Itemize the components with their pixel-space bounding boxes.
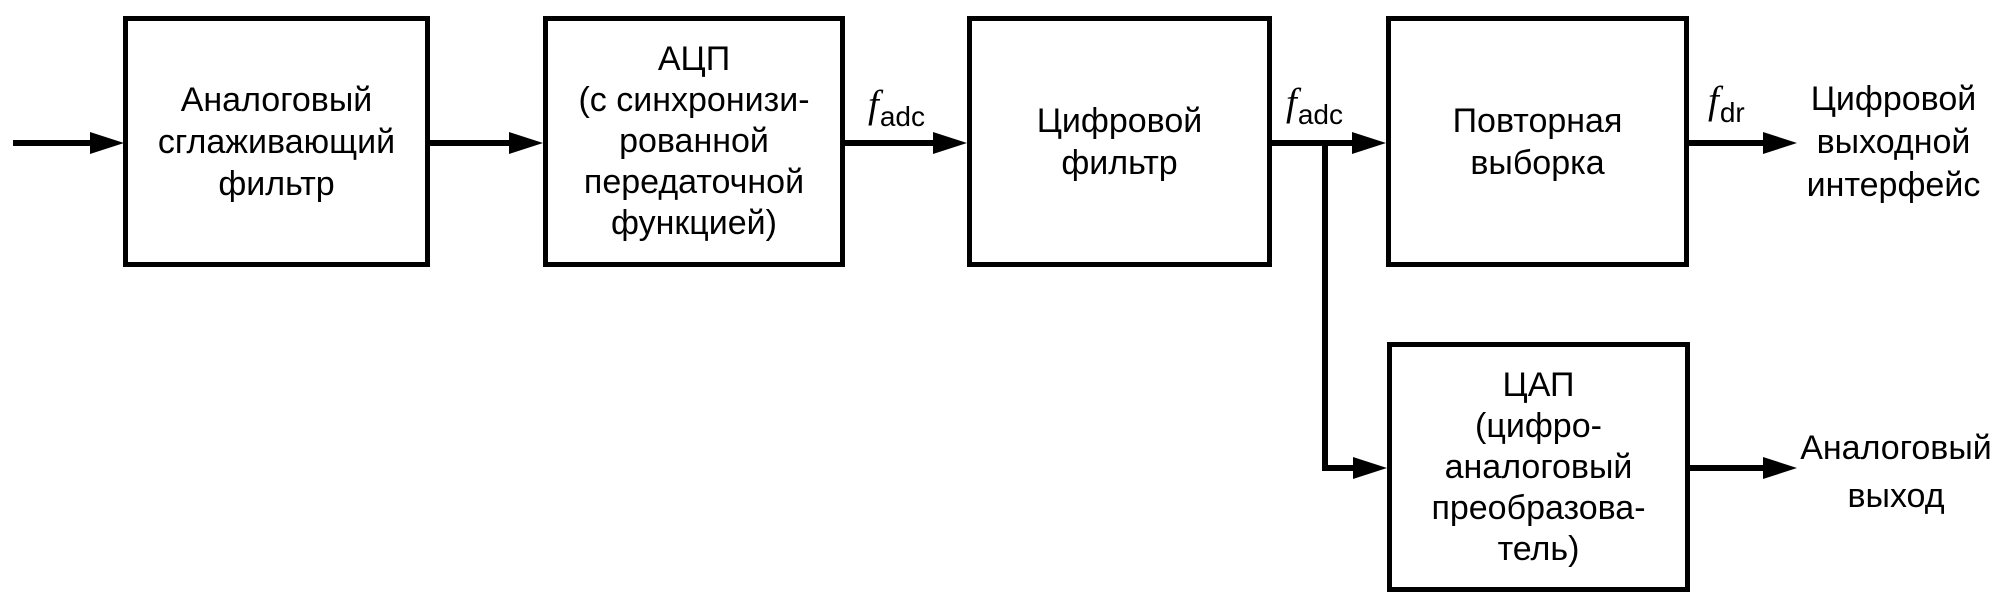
- signal-label-f-adc-1-sub: adc: [879, 101, 925, 132]
- arrow-line-dac-to-output: [1690, 465, 1763, 471]
- arrow-head-dac-to-output-icon: [1763, 457, 1797, 479]
- block-adc-line: передаточной: [583, 163, 805, 201]
- block-dac-line: (цифро-: [1475, 406, 1602, 445]
- branch-line-horizontal: [1322, 465, 1353, 471]
- arrow-line-adc-to-dfilter: [845, 140, 933, 146]
- signal-label-f-dr-sub: dr: [1719, 97, 1745, 128]
- block-dac: ЦАП (цифро- аналоговый преобразова- тель…: [1387, 342, 1690, 592]
- branch-arrow-head-icon: [1353, 457, 1387, 479]
- arrow-line-filter-to-adc: [429, 140, 509, 146]
- label-analog-output-line: Аналоговый: [1800, 429, 1992, 467]
- arrow-line-resampling-to-output: [1689, 140, 1763, 146]
- signal-label-f-dr: fdr: [1708, 78, 1745, 128]
- block-dac-line: преобразова-: [1431, 488, 1646, 527]
- block-digital-filter-line: Цифровой: [1036, 101, 1203, 140]
- signal-label-f-adc-2-base: f: [1286, 81, 1297, 124]
- block-dac-line: тель): [1497, 529, 1580, 568]
- label-analog-output-line: выход: [1847, 477, 1945, 515]
- block-dac-line: ЦАП: [1502, 365, 1575, 404]
- block-digital-filter: Цифровой фильтр: [967, 16, 1272, 267]
- label-analog-output: Аналоговый выход: [1785, 424, 2007, 520]
- signal-label-f-adc-1-base: f: [868, 83, 879, 126]
- branch-line-vertical: [1322, 140, 1328, 471]
- arrow-head-filter-to-adc-icon: [509, 132, 543, 154]
- label-digital-output-interface: Цифровой выходной интерфейс: [1780, 78, 2007, 207]
- arrow-head-resampling-to-output-icon: [1763, 132, 1797, 154]
- block-adc-line: функцией): [611, 204, 777, 242]
- label-digital-output-line: Цифровой: [1810, 80, 1977, 118]
- label-digital-output-line: интерфейс: [1806, 166, 1981, 204]
- block-digital-filter-line: фильтр: [1061, 143, 1178, 182]
- block-resampling-line: выборка: [1470, 143, 1605, 182]
- arrow-line-dfilter-to-resampling: [1272, 140, 1352, 146]
- label-digital-output-line: выходной: [1816, 123, 1971, 161]
- block-resampling-line: Повторная: [1452, 101, 1623, 140]
- block-adc: АЦП (с синхронизи- рованной передаточной…: [543, 16, 845, 267]
- input-arrow-line: [13, 140, 90, 146]
- input-arrow-head-icon: [90, 132, 124, 154]
- signal-label-f-dr-base: f: [1708, 79, 1719, 122]
- block-resampling: Повторная выборка: [1386, 16, 1689, 267]
- block-analog-filter-line: фильтр: [218, 164, 335, 203]
- arrow-head-dfilter-to-resampling-icon: [1352, 132, 1386, 154]
- arrow-head-adc-to-dfilter-icon: [933, 132, 967, 154]
- block-dac-line: аналоговый: [1444, 447, 1633, 486]
- block-analog-filter-line: сглаживающий: [157, 122, 396, 161]
- block-adc-line: рованной: [619, 122, 769, 160]
- block-adc-line: (с синхронизи-: [578, 81, 810, 119]
- signal-label-f-adc-2-sub: adc: [1297, 99, 1343, 130]
- signal-label-f-adc-1: fadc: [868, 82, 925, 132]
- block-analog-filter: Аналоговый сглаживающий фильтр: [123, 16, 430, 267]
- block-analog-filter-line: Аналоговый: [180, 80, 373, 119]
- signal-label-f-adc-2: fadc: [1286, 80, 1343, 130]
- block-adc-line: АЦП: [657, 40, 731, 78]
